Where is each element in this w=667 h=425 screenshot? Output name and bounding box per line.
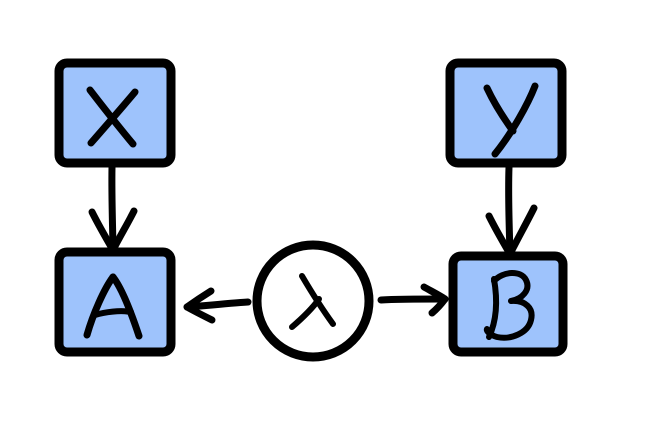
- node-lambda[interactable]: λ: [252, 240, 374, 362]
- edge-lambda-to-b-shaft: [377, 295, 448, 304]
- edge-y-to-b: [485, 163, 538, 258]
- edge-x-to-a-shaft: [108, 163, 117, 252]
- node-a-glyph: [83, 273, 143, 340]
- node-x-glyph: [86, 86, 139, 148]
- node-y-glyph: [483, 82, 539, 158]
- node-x[interactable]: x: [54, 58, 176, 168]
- node-lambda-circle[interactable]: [252, 240, 374, 362]
- node-b-box[interactable]: [448, 251, 568, 357]
- edge-x-to-a-arrowhead-right: [109, 207, 138, 254]
- node-a[interactable]: A: [54, 247, 176, 357]
- node-a-box[interactable]: [54, 247, 176, 357]
- node-b[interactable]: B: [448, 251, 568, 357]
- node-lambda-glyph: [289, 273, 336, 330]
- edge-x-to-a: [88, 163, 138, 254]
- edge-lambda-to-a: [183, 287, 252, 324]
- edge-y-to-b-arrowhead-right: [506, 204, 538, 258]
- node-y-box[interactable]: [445, 58, 567, 168]
- edge-lambda-to-a-arrowhead-lower: [183, 303, 216, 324]
- edge-lambda-to-a-shaft: [186, 298, 252, 311]
- edge-lambda-to-b: [377, 283, 449, 317]
- node-y[interactable]: y: [445, 58, 567, 168]
- node-b-glyph: [483, 270, 535, 341]
- edge-lambda-to-b-arrowhead-lower: [428, 295, 449, 317]
- edge-y-to-b-shaft: [505, 163, 514, 256]
